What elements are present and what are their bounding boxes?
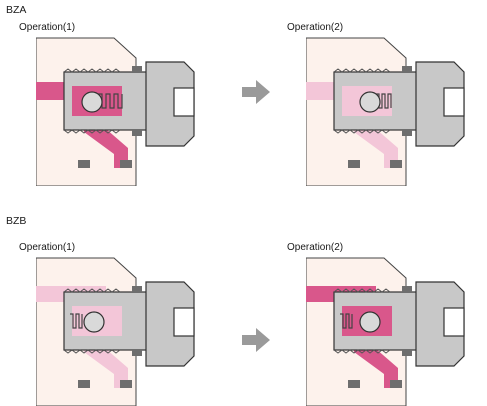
diagonal-passage — [84, 122, 128, 168]
bzb-operation-1-label: Operation(1) — [19, 242, 76, 253]
spring — [98, 93, 123, 109]
section-title-bza: BZA — [6, 4, 27, 16]
hex-nut — [145, 61, 195, 147]
bza-operation-1-label: Operation(1) — [19, 22, 76, 33]
bza-operation-1-diagram — [36, 37, 195, 186]
arrow-icon — [242, 328, 270, 352]
bza-operation-2-diagram — [306, 37, 465, 186]
section-title-bzb: BZB — [6, 215, 27, 227]
bzb-operation-1-diagram — [36, 257, 195, 406]
bzb-operation-2-diagram — [306, 257, 465, 406]
arrow-icon — [242, 80, 270, 104]
check-ball — [81, 91, 103, 113]
bza-operation-2-label: Operation(2) — [287, 22, 344, 33]
bzb-operation-2-label: Operation(2) — [287, 242, 344, 253]
